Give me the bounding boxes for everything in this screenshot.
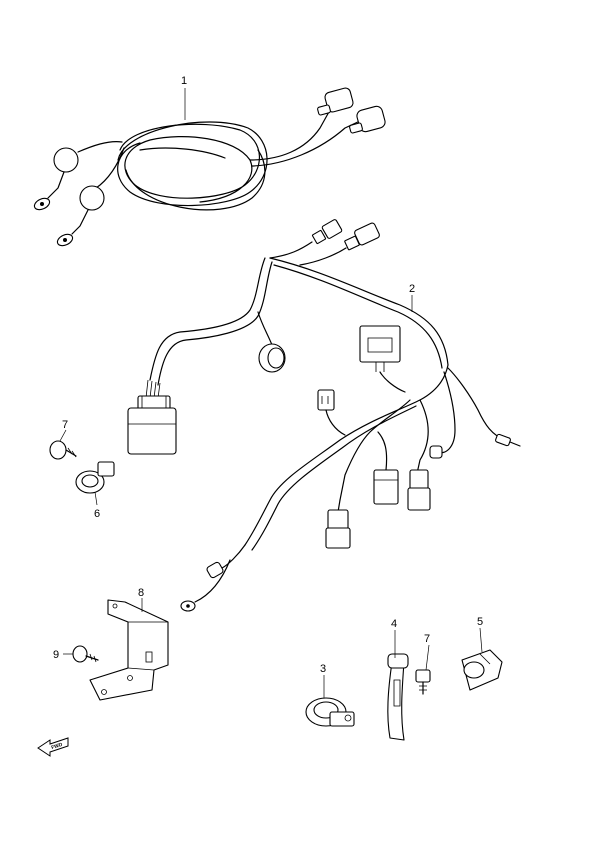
callout-6: 6 [94,508,100,520]
fwd-label: FWD [51,742,64,751]
callout-7-right: 7 [424,633,430,645]
part-2-small-connector-a [317,389,346,436]
part-9-screw [72,645,99,663]
part-2-lower-connector [325,499,351,549]
part-2-wire-harness [127,219,521,612]
part-7-bolt-right [415,669,431,695]
callout-5: 5 [477,616,483,628]
part-5-clip [461,649,503,691]
part-7-bolt-left [49,440,77,460]
callout-2: 2 [409,283,415,295]
part-2-small-connector-b [429,445,443,459]
part-8-bracket [89,599,169,701]
part-2-multi-pin-connector [127,379,177,455]
callout-3: 3 [320,663,326,675]
part-1-plug-connector-a [317,87,354,116]
part-2-top-connector-b [344,222,380,251]
part-2-right-connector [407,469,431,511]
callout-4: 4 [391,618,397,630]
callout-8: 8 [138,587,144,599]
part-1-ring-terminal-b [56,185,105,247]
part-1-ring-terminal-a [33,147,79,211]
part-2-relay-connector [359,325,406,393]
fwd-direction-arrow: FWD [37,737,69,757]
part-1-wire-harness [33,87,386,247]
part-4-strap-tie [387,653,409,741]
part-2-middle-connector [373,469,399,505]
part-1-plug-connector-b [349,105,386,134]
part-2-bullet-terminal [495,433,521,447]
part-2-pigtail-terminal [180,544,246,612]
callout-9: 9 [53,649,59,661]
part-3-clamp [305,697,355,727]
callout-7-left: 7 [62,419,68,431]
callout-1: 1 [181,75,187,87]
callout-labels: 1 2 3 4 5 6 7 7 8 9 [53,75,483,675]
leader-lines [59,88,483,698]
part-6-cable-clamp [75,461,115,494]
part-2-grommet-connector [257,311,286,373]
part-2-top-connector-a [311,219,343,245]
